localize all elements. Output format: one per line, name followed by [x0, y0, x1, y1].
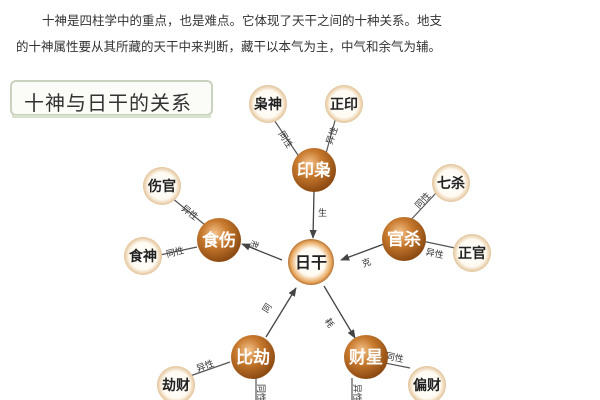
spoke-center-shishang — [241, 243, 283, 261]
node-shishang-label: 食伤 — [202, 230, 236, 251]
connector-shangguan — [171, 197, 206, 226]
intro-paragraph: 十神是四柱学中的重点，也是难点。它体现了天干之间的十种关系。地支 的十神属性要从… — [16, 8, 584, 60]
node-guansha: 官杀 — [382, 217, 426, 261]
node-jiecai: 劫财 — [157, 366, 195, 400]
node-shangguan: 伤官 — [143, 167, 181, 205]
relation-ke: 克 — [361, 257, 373, 270]
polarity-bijie-down: 同性 — [255, 384, 267, 400]
node-shangguan-label: 伤官 — [147, 178, 176, 195]
polarity-piancai: 同性 — [385, 350, 405, 365]
node-zhengyin-label: 正印 — [330, 96, 358, 113]
relation-hao: 耗 — [322, 316, 336, 329]
polarity-zhengyin: 异性 — [323, 125, 340, 146]
spoke-yinxiao-center — [309, 190, 317, 239]
connector-shishen — [159, 246, 198, 256]
node-center: 日干 — [288, 239, 334, 285]
node-zhengguan: 正官 — [453, 234, 491, 272]
connector-xiaoshen — [271, 116, 301, 159]
title-underline — [12, 115, 211, 118]
node-jiecai-label: 劫财 — [162, 377, 190, 394]
connector-zhengguan — [421, 240, 456, 249]
node-guansha-label: 官杀 — [387, 229, 421, 250]
node-shishen: 食神 — [124, 237, 162, 275]
intro-line-1: 十神是四柱学中的重点，也是难点。它体现了天干之间的十种关系。地支 — [42, 13, 443, 28]
node-shishang: 食伤 — [197, 218, 241, 262]
node-piancai: 偏财 — [408, 366, 446, 400]
node-bijie-label: 比劫 — [236, 347, 270, 368]
node-qisha-label: 七杀 — [437, 175, 465, 192]
node-yinxiao: 印枭 — [292, 148, 336, 192]
section-title-box: 十神与日干的关系 — [10, 80, 213, 118]
polarity-shishen: 同性 — [165, 244, 185, 260]
polarity-caixing-down: 异性 — [351, 384, 363, 400]
polarity-jiecai: 异性 — [195, 357, 216, 374]
polarity-shangguan: 异性 — [179, 202, 201, 223]
intro-line-2: 的十神属性要从其所藏的天干中来判断，藏干以本气为主，中气和余气为辅。 — [16, 39, 442, 54]
spoke-center-caixing — [323, 285, 356, 339]
relation-xie: 泄 — [248, 238, 261, 252]
node-zhengyin: 正印 — [325, 85, 363, 123]
node-caixing-label: 财星 — [348, 347, 383, 368]
spoke-guansha-center — [340, 243, 385, 261]
node-yinxiao-label: 印枭 — [297, 160, 331, 181]
connectors — [159, 116, 456, 400]
polarity-qisha: 同性 — [412, 190, 433, 211]
relation-sheng: 生 — [318, 207, 327, 219]
node-caixing: 财星 — [344, 335, 388, 379]
node-xiaoshen: 枭神 — [249, 85, 287, 123]
spoke-bijie-center — [265, 287, 297, 338]
connector-jiecai — [189, 361, 231, 377]
section-title: 十神与日干的关系 — [24, 91, 192, 115]
node-zhengguan-label: 正官 — [458, 245, 486, 262]
connector-zhengyin — [324, 116, 337, 158]
node-shishen-label: 食神 — [129, 248, 157, 265]
node-xiaoshen-label: 枭神 — [253, 96, 282, 113]
node-center-label: 日干 — [295, 253, 327, 272]
polarity-zhengguan: 异性 — [425, 246, 445, 261]
node-piancai-label: 偏财 — [413, 377, 441, 394]
node-qisha: 七杀 — [432, 164, 470, 202]
spokes — [241, 190, 385, 339]
relation-tong: 同 — [260, 302, 274, 315]
node-bijie: 比劫 — [231, 335, 275, 379]
